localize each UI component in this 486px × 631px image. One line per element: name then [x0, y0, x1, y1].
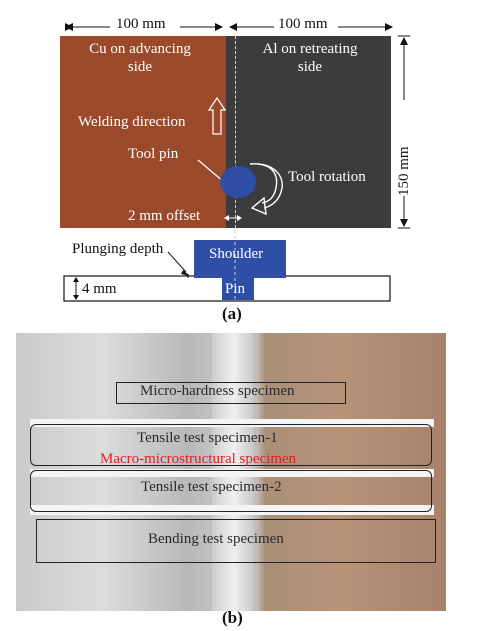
tensile-specimen-1-shape [30, 424, 432, 466]
macro-label: Macro-microstructural specimen [100, 451, 297, 467]
tool-pin-shape [220, 166, 256, 198]
micro-hardness-label: Micro-hardness specimen [140, 383, 295, 399]
caption-b: (b) [222, 608, 243, 627]
thickness-label: 4 mm [82, 281, 117, 297]
weld-centerline [235, 36, 236, 228]
plunging-depth-label: Plunging depth [72, 241, 164, 257]
tool-pin-label: Tool pin [128, 146, 179, 162]
dim-left-width: 100 mm [116, 16, 166, 32]
tensile-specimen-2-shape [30, 470, 432, 512]
shoulder-label: Shoulder [209, 246, 264, 262]
al-label-line2: side [297, 59, 323, 75]
caption-a: (a) [222, 304, 242, 323]
cut-gap-3 [30, 505, 434, 515]
al-label-line1: Al on retreating [262, 41, 358, 57]
bending-box [36, 519, 436, 563]
specimen-photo [16, 333, 446, 611]
cu-plate [60, 36, 226, 228]
cut-gap-1 [30, 419, 434, 427]
bending-label: Bending test specimen [148, 531, 284, 547]
tool-pin-pointer [197, 159, 225, 183]
dimension-arrows [65, 23, 410, 229]
offset-arrows [224, 215, 242, 221]
pin-label: Pin [225, 281, 246, 297]
tensile2-label: Tensile test specimen-2 [141, 479, 282, 495]
cu-label-line2: side [127, 59, 153, 75]
al-label: Al on retreating side [240, 40, 380, 76]
cross-section [63, 230, 391, 302]
offset-label: 2 mm offset [128, 208, 201, 224]
al-plate [226, 36, 391, 228]
cu-label: Cu on advancing side [76, 40, 204, 76]
welding-direction-arrow-icon [208, 96, 226, 135]
micro-hardness-box [116, 382, 346, 404]
dim-height: 150 mm [396, 146, 412, 196]
welding-direction-label: Welding direction [78, 114, 186, 130]
tool-rotation-icon [249, 163, 283, 216]
tensile1-label: Tensile test specimen-1 [137, 430, 278, 446]
tool-rotation-label: Tool rotation [288, 169, 366, 185]
cut-gap-2 [30, 469, 434, 477]
dim-right-width: 100 mm [278, 16, 328, 32]
cu-label-line1: Cu on advancing [89, 41, 191, 57]
